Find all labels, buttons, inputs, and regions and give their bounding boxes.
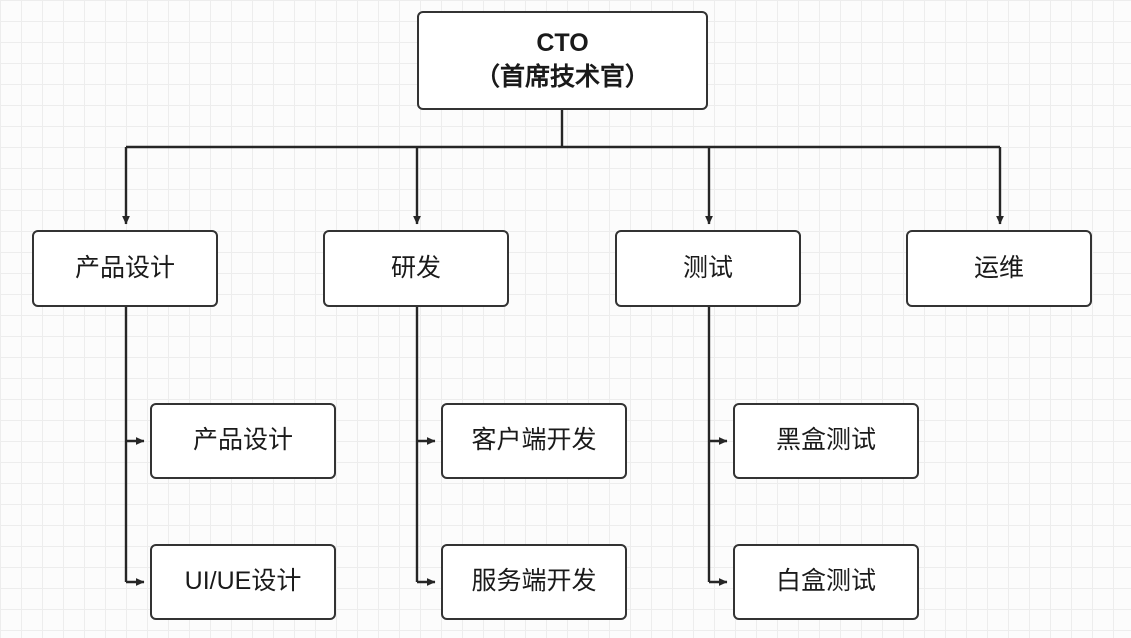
node-client-development-label: 客户端开发 <box>471 426 597 455</box>
node-research-development-label: 研发 <box>390 253 441 282</box>
node-server-development-label: 服务端开发 <box>471 567 597 596</box>
node-server-development[interactable]: 服务端开发 <box>441 544 627 620</box>
node-product-design[interactable]: 产品设计 <box>32 230 218 307</box>
node-operations[interactable]: 运维 <box>906 230 1092 307</box>
node-product-design-sub[interactable]: 产品设计 <box>150 403 336 479</box>
node-cto[interactable]: CTO （首席技术官） <box>417 11 708 110</box>
node-black-box-testing[interactable]: 黑盒测试 <box>733 403 919 479</box>
node-cto-line1: CTO <box>536 28 589 57</box>
node-black-box-testing-label: 黑盒测试 <box>775 426 876 455</box>
node-cto-line2: （首席技术官） <box>474 62 650 91</box>
node-white-box-testing-label: 白盒测试 <box>775 567 876 596</box>
node-research-development[interactable]: 研发 <box>323 230 509 307</box>
node-product-design-sub-label: 产品设计 <box>192 426 293 455</box>
node-ui-ue-design[interactable]: UI/UE设计 <box>150 544 336 620</box>
node-testing[interactable]: 测试 <box>615 230 801 307</box>
node-product-design-label: 产品设计 <box>74 253 175 282</box>
node-ui-ue-design-label: UI/UE设计 <box>184 567 302 596</box>
node-operations-label: 运维 <box>973 253 1024 282</box>
node-white-box-testing[interactable]: 白盒测试 <box>733 544 919 620</box>
node-testing-label: 测试 <box>682 253 733 282</box>
node-client-development[interactable]: 客户端开发 <box>441 403 627 479</box>
